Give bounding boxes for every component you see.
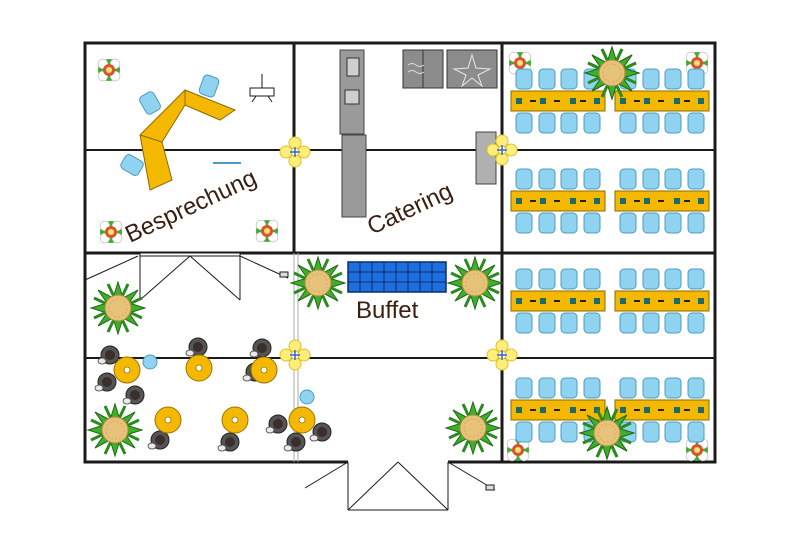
meeting-room-door [139,252,241,301]
meeting-room-label: Besprechung [121,164,261,248]
entrance-door [304,460,496,511]
flipchart [249,74,275,103]
seminar-tables [511,69,709,442]
catering-equipment [339,49,498,218]
catering-room-label: Catering [363,178,457,241]
meeting-table [118,73,237,191]
side-door-swings [84,255,289,281]
bistro-tables [94,337,332,452]
buffet-label: Buffet [356,297,419,324]
buffet-table [347,261,447,293]
